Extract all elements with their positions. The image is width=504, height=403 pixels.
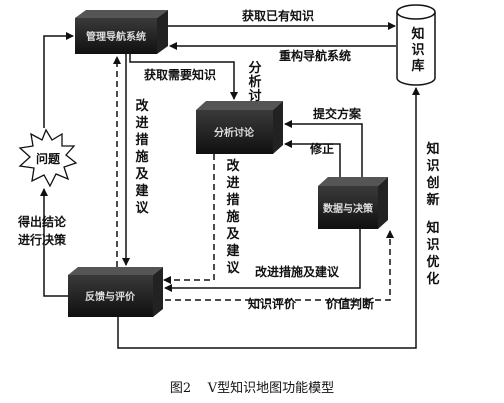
edge-feedback-to-problem	[40, 188, 68, 297]
revise-label: 修正	[309, 141, 334, 156]
decision-box: 数据与决策	[318, 177, 388, 229]
edge-knowledge-innovate	[117, 87, 420, 349]
problem-label: 问题	[36, 151, 61, 166]
submit-plan-label: 提交方案	[313, 106, 362, 121]
knowledge-innovate-label: 知识创新	[425, 141, 439, 208]
edge-improve-center	[163, 154, 215, 284]
acquire-existing-label: 获取已有知识	[241, 8, 314, 23]
edge-problem-to-nav	[43, 32, 74, 128]
analysis-label: 分析讨论	[214, 126, 255, 139]
edge-submit-plan	[284, 120, 363, 177]
figure-caption: 图2 V型知识地图功能模型	[170, 380, 334, 396]
analysis-box: 分析讨论	[196, 101, 283, 154]
improve-center-label: 改进措施及建议	[226, 158, 240, 276]
decide-label: 进行决策	[18, 232, 67, 247]
knowledge-base-cylinder: 知识库	[396, 4, 436, 86]
feedback-box: 反馈与评价	[68, 267, 163, 317]
navigation-label: 管理导航系统	[86, 30, 146, 43]
value-judge-label: 价值判断	[326, 296, 374, 311]
knowledge-eval-label: 知识评价	[247, 296, 297, 311]
improve-left-label: 改进措施及建议	[135, 98, 149, 216]
rebuild-nav-label: 重构导航系统	[279, 48, 351, 63]
knowledge-optimize-label: 知识优化	[426, 220, 439, 287]
knowledge-base-label: 知识库	[411, 26, 424, 74]
analysis-discuss-label: 分析讨	[248, 60, 261, 104]
edge-acquire-needed	[129, 54, 238, 100]
improve-bottom-label: 改进措施及建议	[255, 264, 340, 279]
edge-improve-bottom	[164, 229, 361, 292]
conclude-label: 得出结论	[17, 214, 67, 229]
feedback-label: 反馈与评价	[85, 290, 136, 303]
navigation-box: 管理导航系统	[75, 10, 168, 54]
edge-revise	[284, 140, 341, 177]
problem-starburst: 问题	[18, 128, 78, 188]
decision-label: 数据与决策	[323, 202, 374, 215]
edge-knowledge-eval	[165, 230, 394, 301]
acquire-needed-label: 获取需要知识	[143, 67, 216, 82]
